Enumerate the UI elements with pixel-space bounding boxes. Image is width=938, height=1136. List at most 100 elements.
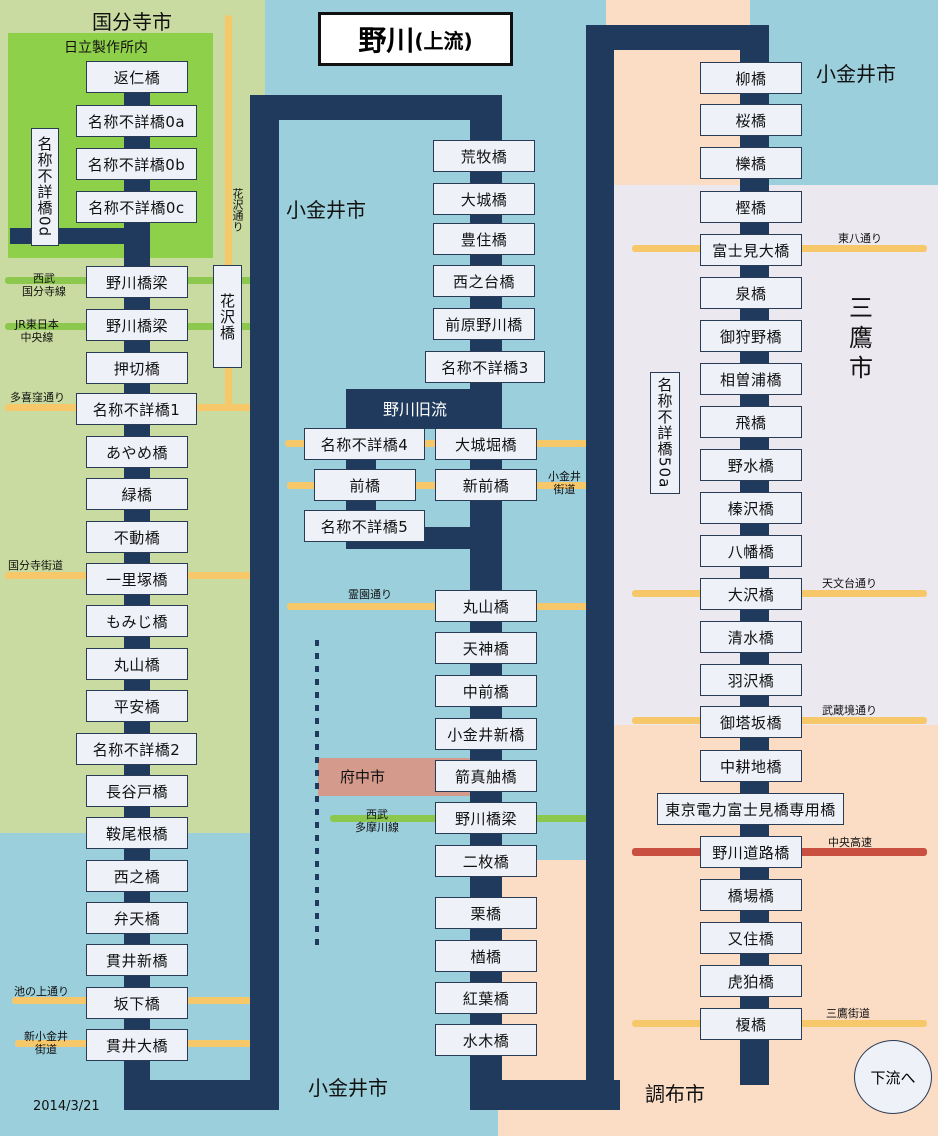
bridge-right[interactable]: 中耕地橋 [700,750,802,782]
bridge-right-vertical-50a[interactable]: 名称不詳橋50a [650,372,680,494]
river-left-up [250,95,279,1110]
bridge-left[interactable]: 長谷戸橋 [86,775,188,807]
bridge-middle[interactable]: 名称不詳橋3 [425,351,545,383]
bridge-middle[interactable]: 小金井新橋 [435,718,537,750]
city-fuchu: 府中市 [340,768,386,786]
bridge-middle[interactable]: 西之台橋 [433,265,535,297]
title-main: 野川 [358,24,415,57]
bridge-left[interactable]: 貫井新橋 [86,944,188,976]
bridge-left[interactable]: 不動橋 [86,521,188,553]
road-hanazawa [225,15,232,410]
city-mitaka-1: 三 [849,294,873,322]
bridge-left[interactable]: 名称不詳橋0b [76,148,197,180]
bridge-right[interactable]: 羽沢橋 [700,664,802,696]
bridge-middle[interactable]: 丸山橋 [435,590,537,622]
title-sub: (上流) [414,28,473,53]
bridge-middle[interactable]: 新前橋 [435,469,537,501]
bridge-right[interactable]: 榛沢橋 [700,492,802,524]
bridge-right[interactable]: 相曽浦橋 [700,363,802,395]
bridge-middle[interactable]: 前原野川橋 [433,308,535,340]
bridge-right[interactable]: 櫟橋 [700,147,802,179]
bridge-left[interactable]: 平安橋 [86,690,188,722]
bridge-left[interactable]: 名称不詳橋1 [76,393,197,425]
bridge-right[interactable]: 桜橋 [700,104,802,136]
bridge-left[interactable]: 名称不詳橋0c [76,191,197,223]
label-ikenoue: 池の上通り [14,985,69,998]
city-koganei-bottom: 小金井市 [308,1076,388,1100]
bridge-left-vertical-0d[interactable]: 名称不詳橋0d [31,128,59,246]
river-top-mid [250,95,502,120]
bridge-middle[interactable]: 栗橋 [435,897,537,929]
bridge-right[interactable]: 飛橋 [700,406,802,438]
bridge-left[interactable]: 名称不詳橋2 [76,733,197,765]
bridge-right[interactable]: 虎狛橋 [700,965,802,997]
label-shinkoganei: 新小金井 街道 [24,1030,68,1056]
bridge-right[interactable]: 柳橋 [700,62,802,94]
label-hanazawa: 花沢通り [231,188,244,232]
bridge-right[interactable]: 御塔坂橋 [700,706,802,738]
bridge-middle[interactable]: 楢橋 [435,940,537,972]
city-chofu: 調布市 [645,1082,705,1106]
bridge-left[interactable]: 野川橋梁 [86,309,188,341]
downstream-button[interactable]: 下流へ [854,1040,932,1114]
bridge-middle[interactable]: 箭真舳橋 [435,760,537,792]
bridge-left[interactable]: 鞍尾根橋 [86,817,188,849]
bridge-right[interactable]: 野川道路橋 [700,836,802,868]
bridge-middle[interactable]: 水木橋 [435,1024,537,1056]
bridge-left[interactable]: 貫井大橋 [86,1029,188,1061]
bridge-right[interactable]: 大沢橋 [700,578,802,610]
label-chuo-kosoku: 中央高速 [828,836,872,849]
bridge-left[interactable]: 坂下橋 [86,987,188,1019]
bridge-left[interactable]: 丸山橋 [86,648,188,680]
bridge-right[interactable]: 榎橋 [700,1008,802,1040]
bridge-middle[interactable]: 大城堀橋 [435,428,537,460]
bridge-left[interactable]: 押切橋 [86,352,188,384]
bridge-middle[interactable]: 天神橋 [435,632,537,664]
city-koganei-right: 小金井市 [816,62,896,86]
label-musashisakai: 武蔵境通り [822,704,877,717]
bridge-right[interactable]: 富士見大橋 [700,234,802,266]
bridge-right[interactable]: 御狩野橋 [700,320,802,352]
label-koganei-kaido: 小金井 街道 [548,470,581,496]
city-mitaka-2: 鷹 [849,324,873,352]
city-koganei-mid: 小金井市 [286,198,366,222]
bridge-middle[interactable]: 豊住橋 [433,223,535,255]
bridge-right[interactable]: 又住橋 [700,922,802,954]
bridge-left[interactable]: 返仁橋 [86,61,188,93]
bridge-right[interactable]: 樫橋 [700,191,802,223]
bridge-left[interactable]: 野川橋梁 [86,266,188,298]
city-kokubunji: 国分寺市 [92,10,172,34]
bridge-right[interactable]: 八幡橋 [700,535,802,567]
label-higashihachi: 東八通り [838,232,882,245]
label-reien: 霊園通り [348,588,392,601]
bridge-left[interactable]: もみじ橋 [86,605,188,637]
label-kokubunji-kaido: 国分寺街道 [8,559,63,572]
bridge-right[interactable]: 清水橋 [700,621,802,653]
bridge-right[interactable]: 橋場橋 [700,879,802,911]
bridge-middle[interactable]: 二枚橋 [435,845,537,877]
bridge-left[interactable]: 西之橋 [86,860,188,892]
bridge-middle[interactable]: 大城橋 [433,183,535,215]
river-top-right [586,25,769,50]
bridge-middle[interactable]: 紅葉橋 [435,982,537,1014]
bridge-right[interactable]: 野水橋 [700,449,802,481]
label-seibu-kokubunji: 西武 国分寺線 [22,272,66,298]
river-right-up [586,25,614,1110]
bridge-hanazawa[interactable]: 花沢橋 [213,265,242,368]
bridge-old-river[interactable]: 前橋 [314,469,416,501]
bridge-left[interactable]: あやめ橋 [86,436,188,468]
bridge-middle[interactable]: 野川橋梁 [435,802,537,834]
label-mitaka-kaido: 三鷹街道 [826,1007,870,1020]
bridge-right[interactable]: 東京電力富士見橋専用橋 [657,793,844,825]
bridge-middle[interactable]: 中前橋 [435,675,537,707]
bridge-old-river[interactable]: 名称不詳橋5 [304,510,425,542]
bridge-left[interactable]: 緑橋 [86,478,188,510]
title-box: 野川 (上流) [318,12,513,66]
bridge-left[interactable]: 弁天橋 [86,902,188,934]
bridge-right[interactable]: 泉橋 [700,277,802,309]
bridge-middle[interactable]: 荒牧橋 [433,140,535,172]
label-takikubo: 多喜窪通り [10,391,65,404]
bridge-left[interactable]: 一里塚橋 [86,563,188,595]
bridge-left[interactable]: 名称不詳橋0a [76,105,197,137]
bridge-old-river[interactable]: 名称不詳橋4 [304,428,425,460]
